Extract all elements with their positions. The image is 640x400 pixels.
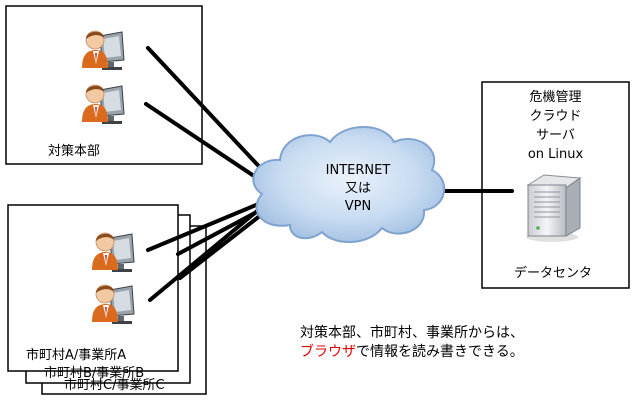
caption-browser-highlight: ブラウザ [300,344,356,360]
server-line-4: on Linux [527,147,584,162]
server-line-3: サーバ [536,128,575,143]
connection-lines [144,46,514,302]
server-icon [526,174,582,242]
caption-line-1: 対策本部、市町村、事業所からは、 [300,325,524,341]
datacenter-label: データセンタ [514,266,593,281]
municipal-label-b: 市町村B/事業所B [44,366,145,381]
server-line-1: 危機管理 [529,90,582,105]
person-pc-icon [92,232,135,272]
hq-label: 対策本部 [48,144,101,159]
internet-cloud [252,126,446,244]
person-pc-icon [82,30,125,70]
municipal-label-c: 市町村C/事業所C [64,378,165,393]
caption: 対策本部、市町村、事業所からは、 ブラウザで情報を読み書きできる。 [300,324,524,362]
cloud-text: INTERNET 又は VPN [318,162,398,216]
caption-line-2-rest: で情報を読み書きできる。 [356,344,524,360]
caption-line-2: ブラウザで情報を読み書きできる。 [300,343,524,362]
municipal-label-a: 市町村A/事業所A [26,344,129,363]
hq-box [5,5,203,165]
person-pc-icon [82,84,125,124]
server-text: 危機管理 クラウド サーバ on Linux [482,88,629,164]
person-pc-icon [92,284,135,324]
server-line-2: クラウド [529,109,582,124]
cloud-line-internet: INTERNET [325,163,391,178]
municipal-box-a [7,204,179,372]
cloud-line-vpn: VPN [344,199,372,214]
cloud-line-or: 又は [344,181,371,196]
